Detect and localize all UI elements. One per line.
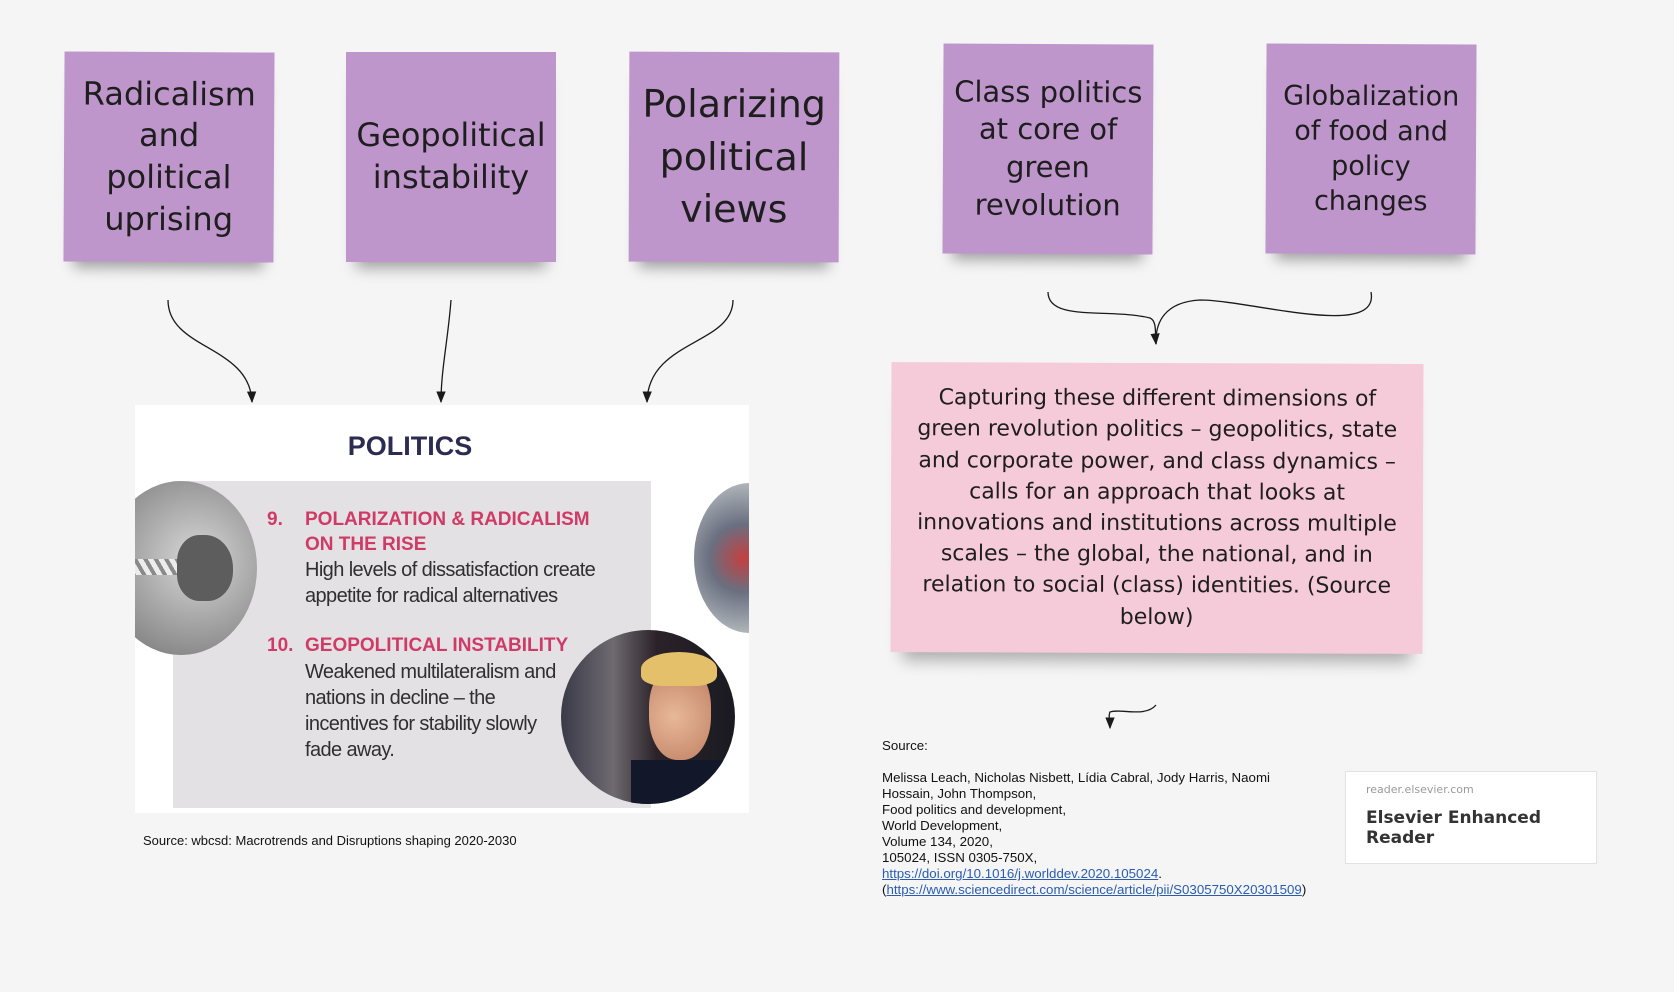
- link-preview-card[interactable]: reader.elsevier.com Elsevier Enhanced Re…: [1345, 771, 1597, 864]
- url-line: (https://www.sciencedirect.com/science/a…: [882, 882, 1307, 897]
- arrow-summary-to-source: [1105, 704, 1157, 730]
- card-source-caption: Source: wbcsd: Macrotrends and Disruptio…: [143, 833, 517, 848]
- source-citation-block[interactable]: Source: Melissa Leach, Nicholas Nisbett,…: [882, 738, 1352, 898]
- sticky-note-class-politics[interactable]: Class politics at core of green revoluti…: [942, 43, 1154, 255]
- sticky-note-text: Globalization of food and policy changes: [1283, 80, 1460, 218]
- item-10-number: 10.: [267, 635, 294, 656]
- politician-portrait-photo: [561, 630, 735, 804]
- arrow-class-politics-to-summary: [1047, 291, 1160, 346]
- arrow-radicalism-to-card: [167, 299, 257, 404]
- sticky-note-globalization[interactable]: Globalization of food and policy changes: [1265, 43, 1477, 255]
- sticky-note-polarizing-views[interactable]: Polarizing political views: [628, 51, 840, 263]
- source-label: Source:: [882, 738, 928, 753]
- citation-line: Food politics and development,: [882, 802, 1067, 817]
- sticky-note-text: Class politics at core of green revoluti…: [954, 74, 1143, 223]
- citation-line: World Development,: [882, 818, 1003, 833]
- tug-of-war-rope-photo: [135, 481, 257, 655]
- doi-line: https://doi.org/10.1016/j.worlddev.2020.…: [882, 866, 1162, 881]
- arrow-polarizing-to-card: [642, 299, 734, 404]
- arrow-geopolitical-to-card: [436, 299, 452, 404]
- politics-title: POLITICS: [347, 431, 473, 461]
- sticky-note-text: Radicalism and political uprising: [82, 74, 257, 238]
- cropped-globe-photo: [694, 483, 749, 633]
- citation-line: Hossain, John Thompson,: [882, 786, 1037, 801]
- sciencedirect-link[interactable]: https://www.sciencedirect.com/science/ar…: [886, 882, 1302, 897]
- citation-line: Volume 134, 2020,: [882, 834, 993, 849]
- politics-image-card[interactable]: POLITICS 9. POLARIZATION & RADICALISM ON…: [135, 405, 749, 813]
- citation-line: 105024, ISSN 0305-750X,: [882, 850, 1038, 865]
- item-9-body: High levels of dissatisfaction create ap…: [305, 559, 596, 607]
- summary-sticky-note[interactable]: Capturing these different dimensions of …: [890, 362, 1424, 654]
- summary-note-text: Capturing these different dimensions of …: [917, 385, 1398, 630]
- sticky-note-radicalism[interactable]: Radicalism and political uprising: [63, 51, 275, 263]
- citation-line: Melissa Leach, Nicholas Nisbett, Lídia C…: [882, 770, 1270, 785]
- item-9-number: 9.: [267, 509, 283, 530]
- item-10-heading: GEOPOLITICAL INSTABILITY: [305, 635, 569, 656]
- doi-link[interactable]: https://doi.org/10.1016/j.worlddev.2020.…: [882, 866, 1159, 881]
- sticky-note-text: Geopolitical instability: [356, 116, 546, 196]
- link-preview-title: Elsevier Enhanced Reader: [1366, 808, 1541, 848]
- sticky-note-geopolitical-instability[interactable]: Geopolitical instability: [346, 52, 556, 262]
- item-10-body: Weakened multilateralism and nations in …: [305, 661, 556, 761]
- arrow-globalization-to-summary: [1155, 291, 1372, 345]
- item-9-heading: POLARIZATION & RADICALISM ON THE RISE: [305, 509, 590, 555]
- link-preview-domain: reader.elsevier.com: [1366, 783, 1474, 796]
- sticky-note-text: Polarizing political views: [642, 82, 827, 232]
